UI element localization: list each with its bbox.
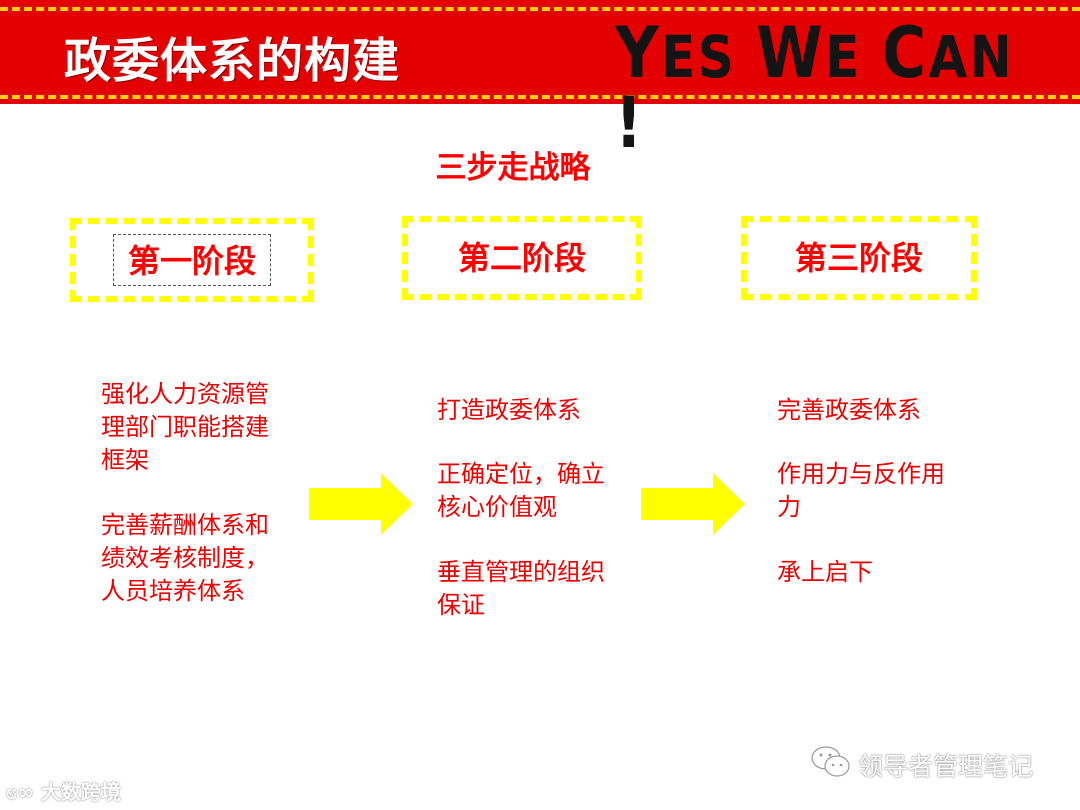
- stage-1-item: 强化人力资源管理部门职能搭建框架: [101, 380, 269, 474]
- stage-3-item: 完善政委体系: [777, 396, 921, 424]
- stage-box-1[interactable]: 第一阶段: [70, 218, 314, 302]
- header-banner: 政委体系的构建 YES WE CAN !: [0, 0, 1080, 158]
- stage-3-item: 作用力与反作用力: [777, 460, 945, 521]
- stage-label-3[interactable]: 第三阶段: [794, 239, 923, 277]
- watermark-right: 领导者管理笔记: [810, 745, 1033, 785]
- stage-3-description: 完善政委体系 作用力与反作用力 承上启下: [777, 394, 945, 621]
- stage-label-2[interactable]: 第二阶段: [457, 239, 586, 277]
- stage-2-item: 垂直管理的组织保证: [437, 558, 605, 619]
- banner-dash-top: [0, 7, 1080, 11]
- slogan-yes-we-can: YES WE CAN !: [615, 12, 1015, 164]
- banner-dash-bottom: [0, 95, 1080, 99]
- logo-icon: ೮∞: [6, 780, 41, 804]
- stage-1-item: 完善薪酬体系和绩效考核制度，人员培养体系: [101, 511, 269, 605]
- stage-2-item: 打造政委体系: [437, 396, 581, 424]
- watermark-left: ೮∞ 大数跨境: [6, 780, 121, 804]
- strategy-title: 三步走战略: [435, 150, 591, 186]
- stage-label-1[interactable]: 第一阶段: [112, 234, 271, 286]
- stage-2-item: 正确定位，确立核心价值观: [437, 460, 605, 521]
- stage-1-description: 强化人力资源管理部门职能搭建框架 完善薪酬体系和绩效考核制度，人员培养体系: [101, 378, 269, 640]
- stage-box-3[interactable]: 第三阶段: [741, 216, 977, 300]
- stage-3-item: 承上启下: [777, 558, 873, 586]
- page-title: 政委体系的构建: [64, 34, 400, 89]
- arrow-right-icon: [309, 473, 413, 535]
- arrow-right-icon: [641, 473, 745, 535]
- wechat-icon: [810, 745, 852, 785]
- stage-box-2[interactable]: 第二阶段: [402, 216, 642, 300]
- stage-2-description: 打造政委体系 正确定位，确立核心价值观 垂直管理的组织保证: [437, 394, 605, 654]
